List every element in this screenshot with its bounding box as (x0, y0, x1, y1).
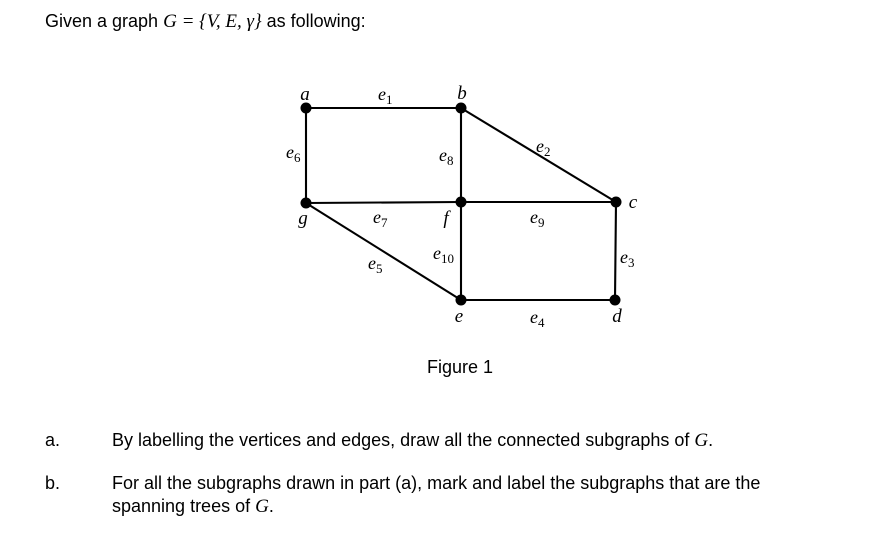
question-math-a: G (694, 430, 709, 451)
vertex-label-e: e (455, 306, 463, 327)
title-prefix: Given a graph (45, 11, 159, 31)
edge-e2 (459, 106, 618, 204)
edge-label-e6: e6 (286, 142, 301, 165)
vertex-a (300, 102, 312, 114)
question-text-b: For all the subgraphs drawn in part (a),… (112, 472, 828, 518)
vertex-label-b: b (457, 83, 467, 104)
title-suffix: as following: (266, 11, 366, 31)
edge-label-e2: e2 (536, 136, 551, 159)
vertex-d (609, 294, 621, 306)
title-formula: G = {V, E, γ} (163, 11, 262, 32)
vertex-label-c: c (629, 192, 638, 213)
edge-e5 (304, 201, 463, 302)
question-marker-b: b. (45, 473, 61, 493)
question-item-b: b. For all the subgraphs drawn in part (… (45, 472, 828, 518)
vertex-label-f: f (443, 208, 451, 229)
edge-e7 (304, 200, 463, 205)
edge-label-e7: e7 (373, 207, 388, 230)
edge-label-e3: e3 (620, 247, 635, 270)
edge-label-e10: e10 (433, 243, 454, 266)
edge-label-e8: e8 (439, 145, 454, 168)
edge-label-e1: e1 (378, 84, 393, 107)
figure-caption: Figure 1 (427, 357, 494, 377)
edge-label-e9: e9 (530, 207, 545, 230)
vertex-e (455, 294, 467, 306)
question-body-a: By labelling the vertices and edges, dra… (112, 430, 690, 450)
edge-label-e5: e5 (368, 253, 383, 276)
question-marker-a: a. (45, 430, 61, 450)
question-tail-b: . (268, 496, 274, 516)
vertex-f (455, 196, 467, 208)
vertex-label-a: a (300, 84, 310, 105)
vertex-g (300, 197, 312, 209)
question-tail-a: . (708, 430, 714, 450)
vertex-c (610, 196, 622, 208)
vertex-label-d: d (612, 306, 622, 327)
page-title: Given a graph G = {V, E, γ} as following… (45, 10, 366, 33)
question-text-a: By labelling the vertices and edges, dra… (112, 429, 713, 452)
edge-e3 (613, 200, 618, 302)
question-body-b: For all the subgraphs drawn in part (a),… (112, 473, 761, 516)
vertex-b (455, 102, 467, 114)
vertex-label-g: g (298, 208, 308, 229)
edge-label-e4: e4 (530, 307, 545, 330)
question-math-b: G (255, 496, 269, 517)
question-item-a: a. By labelling the vertices and edges, … (45, 429, 713, 452)
